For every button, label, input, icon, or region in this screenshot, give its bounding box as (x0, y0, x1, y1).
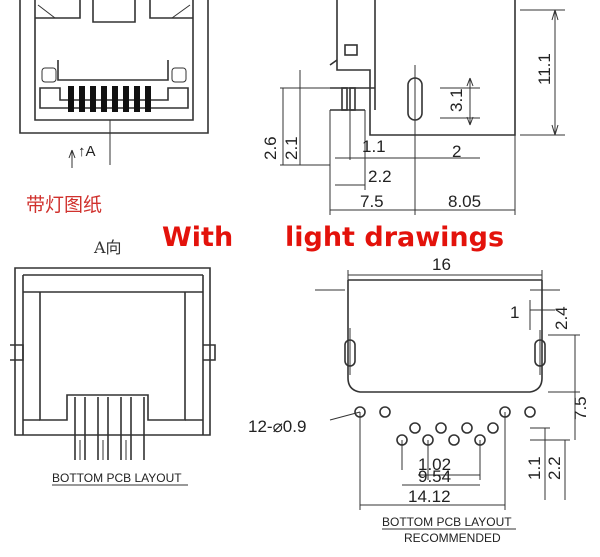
label-recommended: RECOMMENDED (404, 531, 501, 545)
chinese-title: 带灯图纸 (26, 194, 103, 216)
a-arrow-label: ↑A (78, 143, 96, 160)
dim-2-6: 2.6 (261, 136, 280, 160)
dim-2: 2 (452, 142, 461, 161)
pcb-pin-holes (396, 422, 499, 446)
dim-1-1-vertical: 1.1 (525, 456, 544, 480)
side-view (280, 0, 565, 215)
dim-11-1: 11.1 (535, 53, 554, 85)
a-view (10, 267, 216, 460)
dim-holes: 12-⌀0.9 (248, 417, 306, 436)
a-direction-label: A向 (94, 238, 122, 257)
mounting-holes (354, 406, 536, 418)
dim-2-2: 2.2 (368, 167, 392, 186)
pcb-layout (315, 270, 580, 510)
front-view (19, 0, 209, 168)
dim-16: 16 (432, 255, 451, 274)
front-contacts (68, 86, 151, 112)
label-bottom-pcb-right: BOTTOM PCB LAYOUT (382, 515, 512, 529)
headline-light-drawings: light drawings (285, 222, 505, 253)
dim-14-12: 14.12 (408, 487, 451, 506)
dim-2-1: 2.1 (282, 136, 301, 160)
dim-8-05: 8.05 (448, 192, 481, 211)
dim-9-54: 9.54 (418, 467, 451, 486)
headline-with: With (162, 222, 234, 253)
dim-1-1: 1.1 (362, 137, 386, 156)
dim-2-2-vertical: 2.2 (545, 456, 564, 480)
dim-1-02: 1.02 (418, 455, 451, 474)
dim-2-4: 2.4 (552, 306, 571, 330)
dim-7-5-vertical: 7.5 (571, 396, 590, 420)
dim-3-1: 3.1 (447, 88, 466, 112)
a-view-contacts (74, 397, 145, 460)
label-bottom-pcb-left: BOTTOM PCB LAYOUT (52, 471, 182, 485)
dim-7-5: 7.5 (360, 192, 384, 211)
dim-1: 1 (510, 303, 519, 322)
